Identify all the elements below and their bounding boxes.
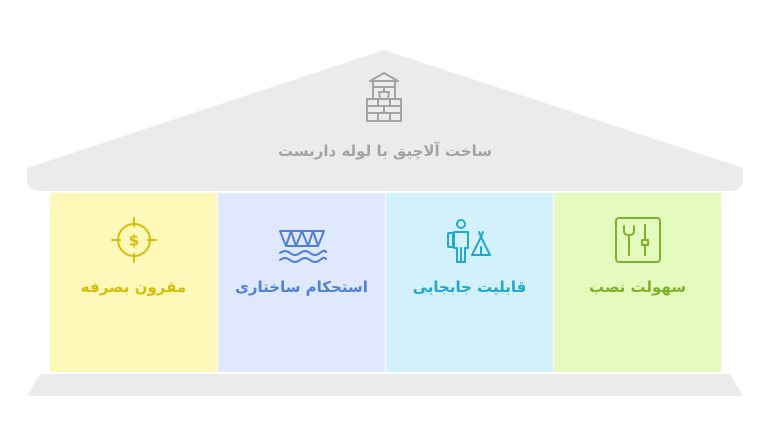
pillar-label: قابلیت جابجایی xyxy=(412,278,527,296)
pillar-cost-effective: $ مقرون بصرفه xyxy=(50,193,217,372)
pillar-structural-strength: استحکام ساختاری xyxy=(218,193,385,372)
pillar-label: سهولت نصب xyxy=(588,278,687,296)
bridge-icon xyxy=(279,230,327,263)
dollar-target-icon: $ xyxy=(111,217,157,263)
pillar-label: استحکام ساختاری xyxy=(235,278,368,296)
tools-icon xyxy=(615,217,661,263)
pillar-portability: قابلیت جابجایی xyxy=(386,193,553,372)
hiker-tent-icon xyxy=(447,219,491,263)
base-plinth xyxy=(27,374,743,396)
well-icon xyxy=(366,72,402,122)
pillar-ease-of-installation: سهولت نصب xyxy=(554,193,721,372)
svg-text:$: $ xyxy=(129,232,139,250)
diagram-title: ساخت آلاچیق با لوله داربست xyxy=(277,142,492,160)
pillar-label: مقرون بصرفه xyxy=(80,278,187,296)
